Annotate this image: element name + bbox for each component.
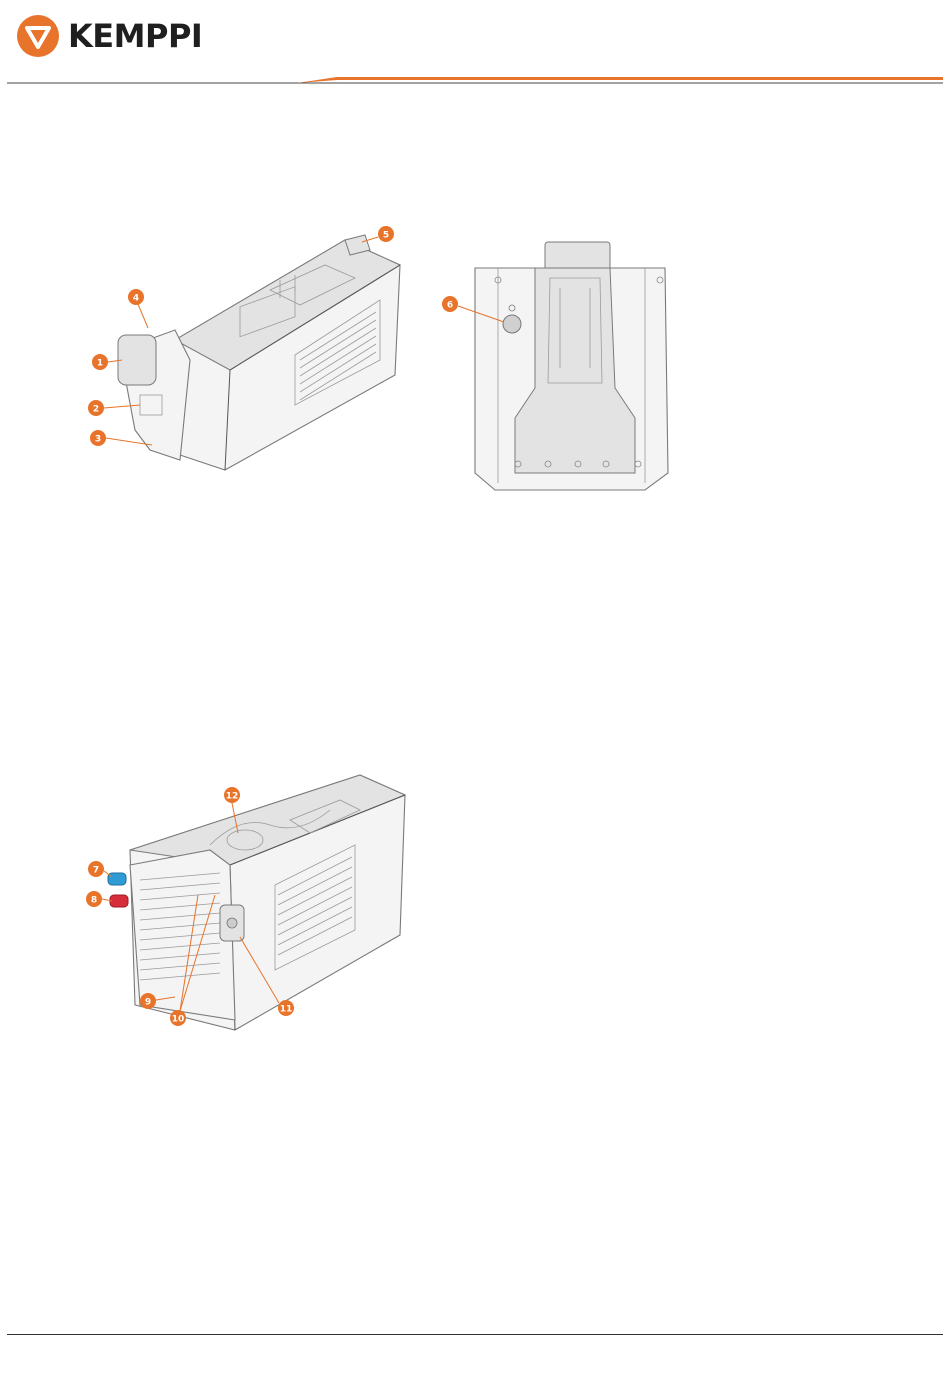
- callout-4: 4: [128, 289, 148, 328]
- svg-text:8: 8: [91, 896, 97, 906]
- svg-text:10: 10: [172, 1015, 185, 1025]
- rear-view-figure: 7 8 9 10 11 12: [80, 765, 420, 1040]
- page-header: KEMPPI: [0, 0, 950, 90]
- header-divider: [7, 76, 943, 86]
- svg-text:6: 6: [447, 301, 453, 311]
- back-view-figure: 6: [440, 238, 700, 498]
- svg-text:4: 4: [133, 294, 139, 304]
- svg-text:5: 5: [383, 231, 389, 241]
- callout-8: 8: [86, 891, 112, 907]
- callout-7: 7: [88, 861, 112, 877]
- svg-text:12: 12: [226, 792, 239, 802]
- svg-text:7: 7: [93, 866, 99, 876]
- svg-text:1: 1: [97, 359, 103, 369]
- kemppi-logo: KEMPPI: [16, 14, 202, 58]
- svg-text:9: 9: [145, 998, 151, 1008]
- kemppi-logo-icon: [16, 14, 60, 58]
- brand-name: KEMPPI: [68, 14, 202, 58]
- svg-text:11: 11: [280, 1005, 293, 1015]
- svg-text:2: 2: [93, 405, 99, 415]
- front-view-figure: 1 2 3 4 5: [80, 220, 420, 490]
- svg-text:3: 3: [95, 435, 101, 445]
- footer-divider: [7, 1334, 943, 1335]
